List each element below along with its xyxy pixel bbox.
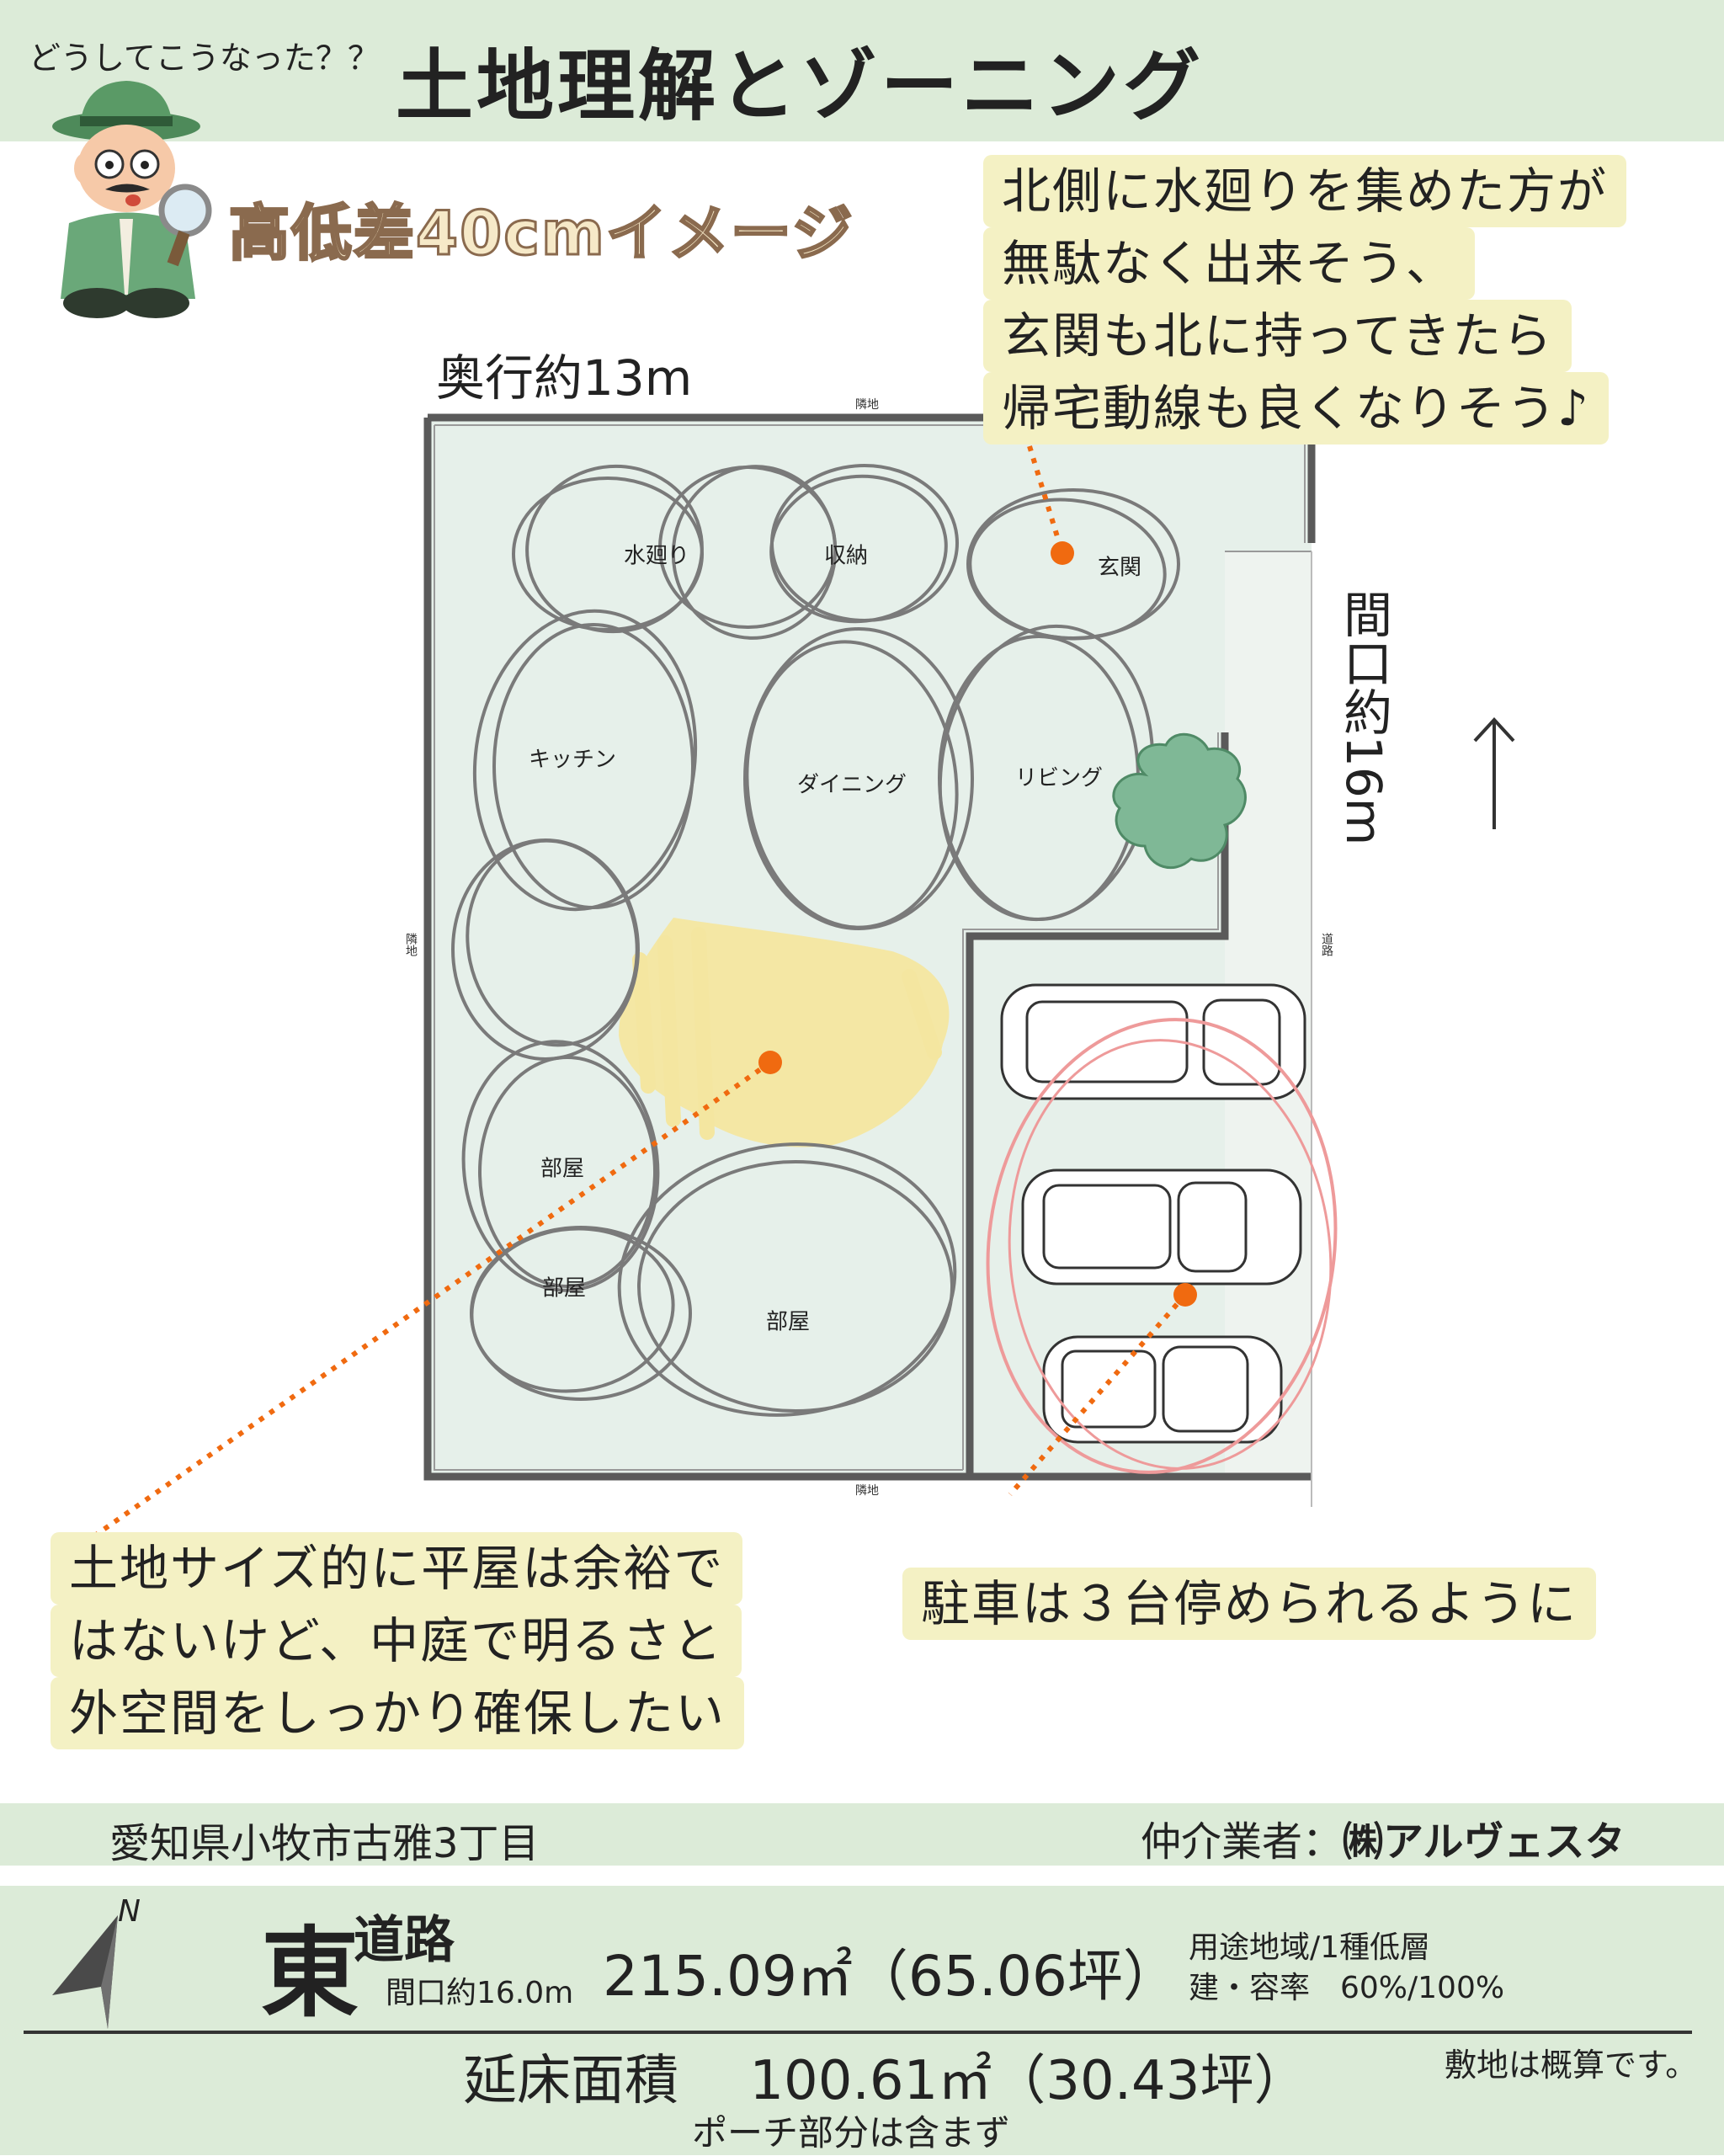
broker-label: 仲介業者： — [1141, 1818, 1344, 1866]
car-3 — [1042, 1335, 1283, 1444]
info-frontage: 間口約16.0m — [386, 1976, 574, 2010]
north-note-line-3: 玄関も北に持ってきたら — [983, 300, 1572, 372]
courtyard-note-line-2: はないけど、中庭で明るさと — [51, 1605, 742, 1677]
courtyard-note: 土地サイズ的に平屋は余裕で はないけど、中庭で明るさと 外空間をしっかり確保した… — [51, 1532, 745, 1749]
north-note-line-4: 帰宅動線も良くなりそう♪ — [983, 372, 1610, 445]
parking-note-line-1: 駐車は３台停められるように — [902, 1568, 1597, 1640]
car-1 — [1000, 983, 1306, 1100]
lot-area-value: 215.09㎡（65.06坪） — [603, 1944, 1179, 2009]
porch-note: ポーチ部分は含まず — [692, 2112, 1011, 2153]
broker: 仲介業者：㈱アルヴェスタ — [1141, 1808, 1626, 1867]
entrance-marker — [1051, 541, 1074, 565]
room-label-room3: 部屋 — [765, 1309, 811, 1335]
zoning: 用途地域/1種低層 — [1189, 1930, 1431, 1965]
parking-circle — [986, 1018, 1338, 1474]
courtyard-note-line-3: 外空間をしっかり確保したい — [51, 1677, 745, 1749]
north-note: 北側に水廻りを集めた方が 無駄なく出来そう、 玄関も北に持ってきたら 帰宅動線も… — [983, 155, 1627, 445]
room-label-storage: 収納 — [823, 543, 869, 569]
room-label-room1: 部屋 — [540, 1156, 585, 1182]
frontage-dimension: 間口約16m — [1335, 589, 1392, 846]
boundary-west: 隣地 — [404, 933, 418, 956]
room-label-kitchen: キッチン — [528, 747, 617, 773]
compass-icon — [52, 1915, 118, 2029]
parking-note: 駐車は３台停められるように — [902, 1568, 1597, 1640]
subtitle: 高低差40cmイメージ — [227, 197, 854, 270]
road-label: 道路 — [354, 1911, 455, 1970]
north-note-line-2: 無駄なく出来そう、 — [983, 227, 1476, 300]
broker-name: ㈱アルヴェスタ — [1343, 1818, 1626, 1866]
up-arrow-icon — [1473, 717, 1515, 829]
room-label-water: 水廻り — [623, 543, 690, 569]
room-label-room2: 部屋 — [541, 1275, 587, 1302]
courtyard-note-line-1: 土地サイズ的に平屋は余裕で — [51, 1532, 743, 1605]
north-note-line-1: 北側に水廻りを集めた方が — [983, 155, 1627, 227]
car-2 — [1021, 1168, 1302, 1286]
boundary-south: 隣地 — [855, 1484, 879, 1498]
boundary-north: 隣地 — [855, 398, 879, 412]
address: 愛知県小牧市古雅3丁目 — [109, 1820, 540, 1867]
coverage-ratio: 建・容率 60%/100% — [1189, 1971, 1505, 2005]
approx-note: 敷地は概算です。 — [1445, 2047, 1698, 2084]
address-band — [0, 1803, 1724, 1866]
page-title: 土地理解とゾーニング — [396, 41, 1205, 131]
floor-area: 延床面積 100.61㎡（30.43坪） — [463, 2050, 1308, 2112]
compass-label: N — [118, 1894, 141, 1929]
info-band — [0, 1886, 1724, 2155]
parking-marker — [1173, 1283, 1197, 1307]
room-label-living: リビング — [1014, 765, 1104, 791]
room-label-entrance: 玄関 — [1097, 555, 1142, 581]
boundary-east: 道路 — [1320, 933, 1333, 956]
depth-dimension: 奥行約13m — [436, 349, 693, 407]
header-question: どうしてこうなった？？ — [29, 40, 380, 77]
detective-illustration — [52, 81, 212, 318]
tree — [1112, 732, 1247, 870]
header-band — [0, 0, 1724, 141]
courtyard-marker — [758, 1051, 782, 1074]
room-label-dining: ダイニング — [796, 772, 907, 798]
road-direction: 東 — [261, 1917, 359, 2031]
info-divider — [24, 2031, 1692, 2034]
